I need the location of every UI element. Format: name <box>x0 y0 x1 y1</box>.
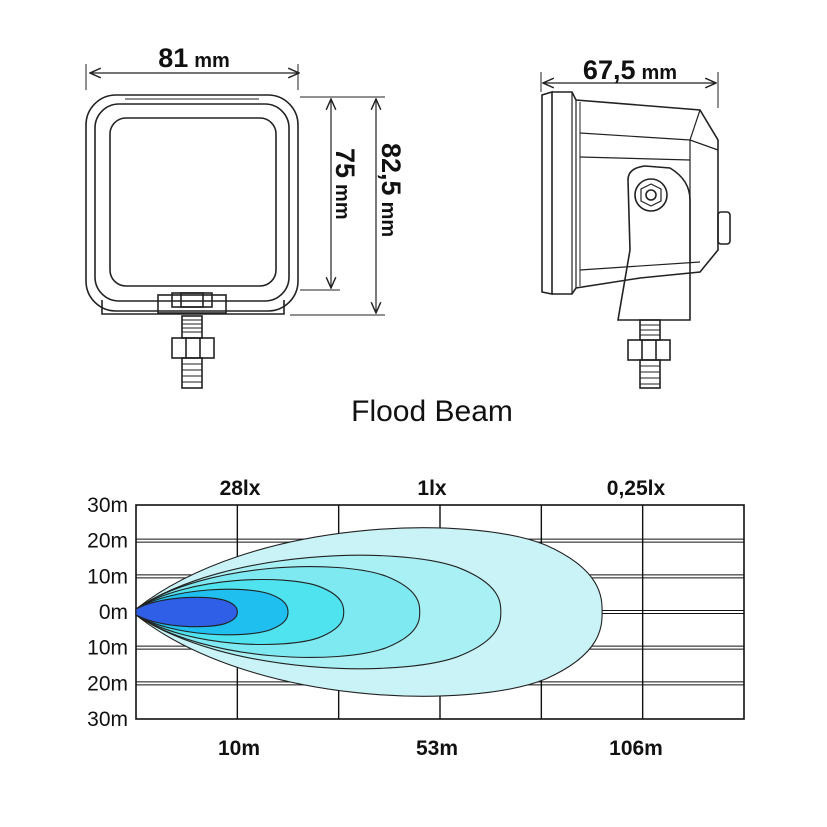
lens-height-value: 75 <box>330 148 360 178</box>
y-tick-label: 10m <box>87 637 128 660</box>
beam-chart: 30m 20m 10m 0m 10m 20m 30m 28lx 1lx 0,25lx 10m 53m 1… <box>87 477 745 760</box>
side-bracket-bolt <box>634 178 668 212</box>
y-tick-label: 10m <box>87 565 128 588</box>
lux-label: 28lx <box>220 477 261 500</box>
depth-value: 67,5 <box>583 55 636 85</box>
front-bolt <box>171 315 215 389</box>
side-bracket <box>617 165 691 321</box>
front-housing-outer <box>85 94 299 312</box>
front-housing-inner <box>94 103 290 302</box>
lux-label: 0,25lx <box>607 477 666 500</box>
total-height-label: 82,5 mm <box>376 143 406 237</box>
side-view <box>540 72 731 389</box>
y-tick-label: 0m <box>99 601 128 624</box>
lux-label: 1lx <box>417 477 447 500</box>
depth-unit: mm <box>641 62 677 84</box>
x-tick-label: 106m <box>609 737 663 760</box>
lens-height-unit: mm <box>331 184 353 220</box>
x-tick-label: 53m <box>416 737 458 760</box>
total-height-value: 82,5 <box>376 143 406 196</box>
width-value: 81 <box>158 43 188 73</box>
width-unit: mm <box>194 50 230 72</box>
side-housing <box>541 90 553 295</box>
y-tick-label: 20m <box>87 530 128 553</box>
total-height-unit: mm <box>377 202 399 238</box>
beam-contour <box>135 596 238 628</box>
y-tick-label: 30m <box>87 494 128 517</box>
front-bracket <box>101 300 285 315</box>
x-tick-label: 10m <box>218 737 260 760</box>
beam-title: Flood Beam <box>351 395 513 428</box>
y-tick-label: 20m <box>87 672 128 695</box>
lens-height-label: 75 mm <box>330 148 360 220</box>
width-label: 81 mm <box>158 43 230 73</box>
y-tick-label: 30m <box>87 708 128 731</box>
front-lens <box>109 117 277 287</box>
side-bolt <box>627 319 671 389</box>
front-view <box>85 64 385 389</box>
